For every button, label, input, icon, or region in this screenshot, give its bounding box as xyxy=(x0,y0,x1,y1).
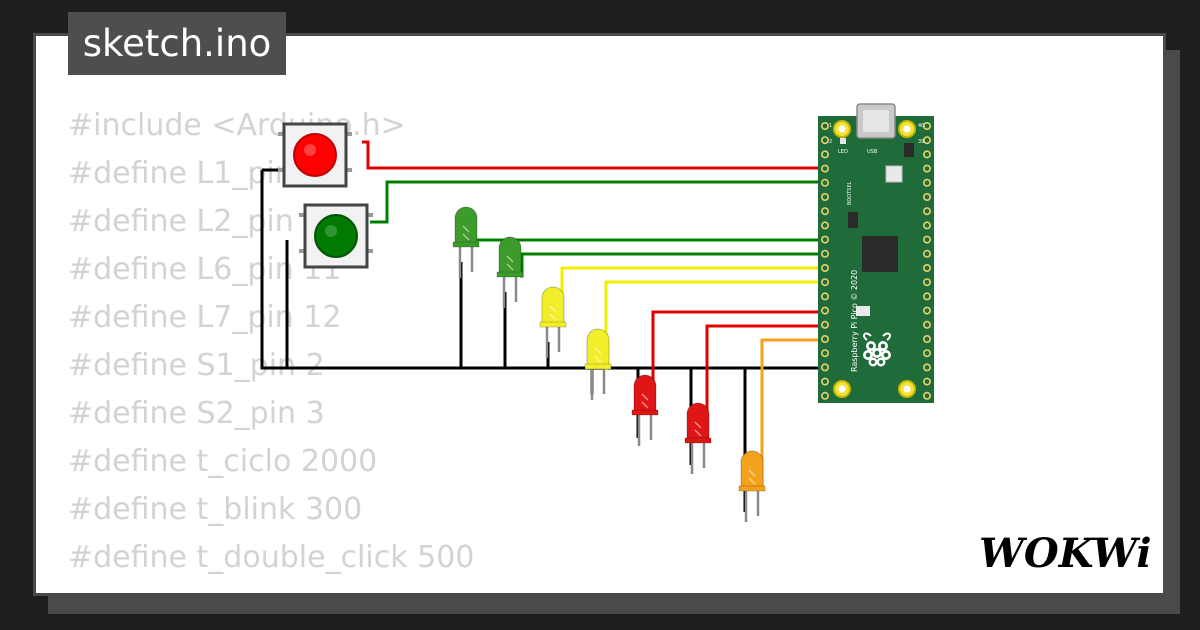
led-icon[interactable] xyxy=(495,235,525,310)
bootsel-label: BOOTSEL xyxy=(847,181,853,205)
code-line: #define S2_pin 3 xyxy=(68,396,325,431)
header-pin xyxy=(820,263,829,272)
header-pin xyxy=(922,207,931,216)
pin-label: 40 xyxy=(918,123,924,129)
header-pin xyxy=(922,193,931,202)
header-pin xyxy=(922,320,931,329)
header-pin xyxy=(922,349,931,358)
code-preview: #include <Arduino.h> #define L1_pin 6 #d… xyxy=(68,102,474,582)
header-pin xyxy=(820,178,829,187)
header-pin xyxy=(922,150,931,159)
header-pin xyxy=(820,349,829,358)
header-pin xyxy=(820,391,829,400)
header-pin xyxy=(922,278,931,287)
header-pin xyxy=(922,122,931,131)
header-pin xyxy=(922,292,931,301)
led-label: LED xyxy=(838,149,848,155)
mount-hole-center xyxy=(838,385,846,393)
wire-led-2 xyxy=(520,252,826,278)
header-pin xyxy=(820,306,829,315)
header-pin xyxy=(922,334,931,343)
wire-led-7 xyxy=(760,338,826,488)
board-model-label: Raspberry Pi Pico © 2020 xyxy=(850,270,859,372)
header-pin xyxy=(820,150,829,159)
header-pin xyxy=(820,292,829,301)
header-pin xyxy=(922,377,931,386)
led-icon[interactable] xyxy=(630,373,660,448)
wokwi-logo: WOKWi xyxy=(979,530,1150,577)
test-pad xyxy=(856,306,870,316)
header-pin xyxy=(922,306,931,315)
pin-label: 39 xyxy=(918,139,924,145)
preview-card xyxy=(33,33,1166,596)
header-pin xyxy=(820,122,829,131)
led-icon[interactable] xyxy=(583,327,613,402)
header-pin xyxy=(820,363,829,372)
file-tab[interactable]: sketch.ino xyxy=(68,12,286,75)
pin-header-left xyxy=(820,122,829,400)
led-icon[interactable] xyxy=(683,401,713,476)
header-pin xyxy=(820,207,829,216)
wire-led-6 xyxy=(705,324,826,440)
led-icon[interactable] xyxy=(737,449,767,524)
header-pin xyxy=(820,320,829,329)
wokwi-logo-text: WOKWi xyxy=(979,530,1150,577)
rp2040-chip xyxy=(862,236,898,272)
code-line: #define t_ciclo 2000 xyxy=(68,444,378,479)
header-pin xyxy=(820,193,829,202)
regulator-chip xyxy=(904,143,914,157)
header-pin xyxy=(922,391,931,400)
code-line: #define L6_pin 11 xyxy=(68,252,342,287)
wire-led-3 xyxy=(560,266,826,326)
led-icon[interactable] xyxy=(538,285,568,360)
push-button-green-icon[interactable] xyxy=(299,203,373,269)
wire-button-red xyxy=(362,140,826,170)
raspberry-logo-icon xyxy=(863,332,891,367)
header-pin xyxy=(922,263,931,272)
header-pin xyxy=(820,164,829,173)
status-led xyxy=(840,138,846,144)
code-line: #define S1_pin 2 xyxy=(68,348,325,383)
header-pin xyxy=(820,334,829,343)
raspberry-pi-pico-icon[interactable]: LED USB 1 2 40 39 BOOTSEL Raspberry Pi P… xyxy=(818,103,934,403)
header-pin xyxy=(922,249,931,258)
header-pin xyxy=(820,278,829,287)
header-pin xyxy=(820,221,829,230)
header-pin xyxy=(922,164,931,173)
header-pin xyxy=(820,136,829,145)
pin-label: 2 xyxy=(829,139,832,145)
pin-label: 1 xyxy=(829,123,832,129)
wire-button-green xyxy=(370,180,826,224)
bootsel-button[interactable] xyxy=(885,165,903,183)
mount-hole-center xyxy=(903,125,911,133)
mount-hole-center xyxy=(903,385,911,393)
header-pin xyxy=(820,377,829,386)
header-pin xyxy=(922,136,931,145)
header-pin xyxy=(820,249,829,258)
code-line: #define t_blink 300 xyxy=(68,492,363,527)
usb-connector-inner xyxy=(863,110,889,132)
pin-header-right xyxy=(922,122,931,400)
header-pin xyxy=(922,235,931,244)
header-pin xyxy=(922,221,931,230)
header-pin xyxy=(820,235,829,244)
code-line: #define t_double_click 500 xyxy=(68,540,475,575)
flash-chip xyxy=(848,212,858,228)
led-icon[interactable] xyxy=(451,205,481,280)
usb-label: USB xyxy=(867,149,878,155)
mount-hole-center xyxy=(838,125,846,133)
push-button-red-icon[interactable] xyxy=(278,122,352,188)
header-pin xyxy=(922,178,931,187)
wire-led-5 xyxy=(651,310,826,410)
code-line: #define L2_pin 7 xyxy=(68,204,323,239)
header-pin xyxy=(922,363,931,372)
code-line: #define L7_pin 12 xyxy=(68,300,342,335)
